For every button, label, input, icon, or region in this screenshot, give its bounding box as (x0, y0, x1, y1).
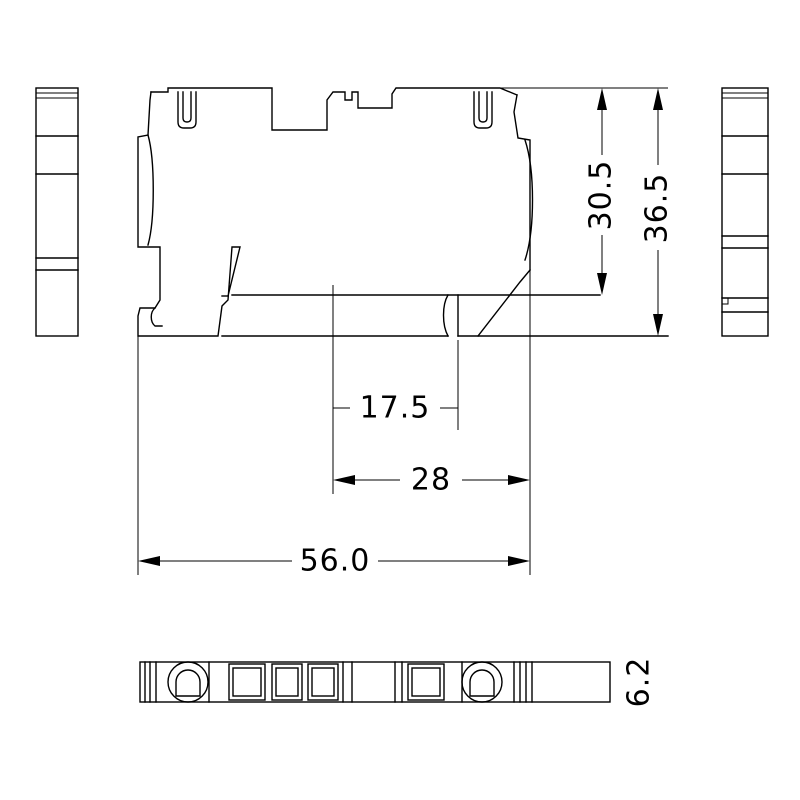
bottom-view (139, 661, 611, 703)
dimension-28: 28 (332, 270, 531, 498)
dim-label-17-5: 17.5 (360, 391, 431, 426)
left-side-view (35, 87, 79, 337)
dimension-6-2: 6.2 (622, 657, 657, 708)
dim-label-30-5: 30.5 (584, 160, 619, 231)
dim-label-28: 28 (411, 463, 451, 498)
front-view (137, 87, 669, 337)
dim-label-6-2: 6.2 (622, 657, 657, 708)
dim-label-36-5: 36.5 (640, 173, 675, 244)
dim-label-56-0: 56.0 (300, 544, 371, 579)
dimension-36-5: 36.5 (600, 87, 675, 336)
right-side-view (721, 87, 769, 337)
dimension-17-5: 17.5 (332, 285, 459, 430)
dimension-56-0: 56.0 (137, 336, 531, 579)
dimension-30-5: 30.5 (500, 87, 619, 295)
